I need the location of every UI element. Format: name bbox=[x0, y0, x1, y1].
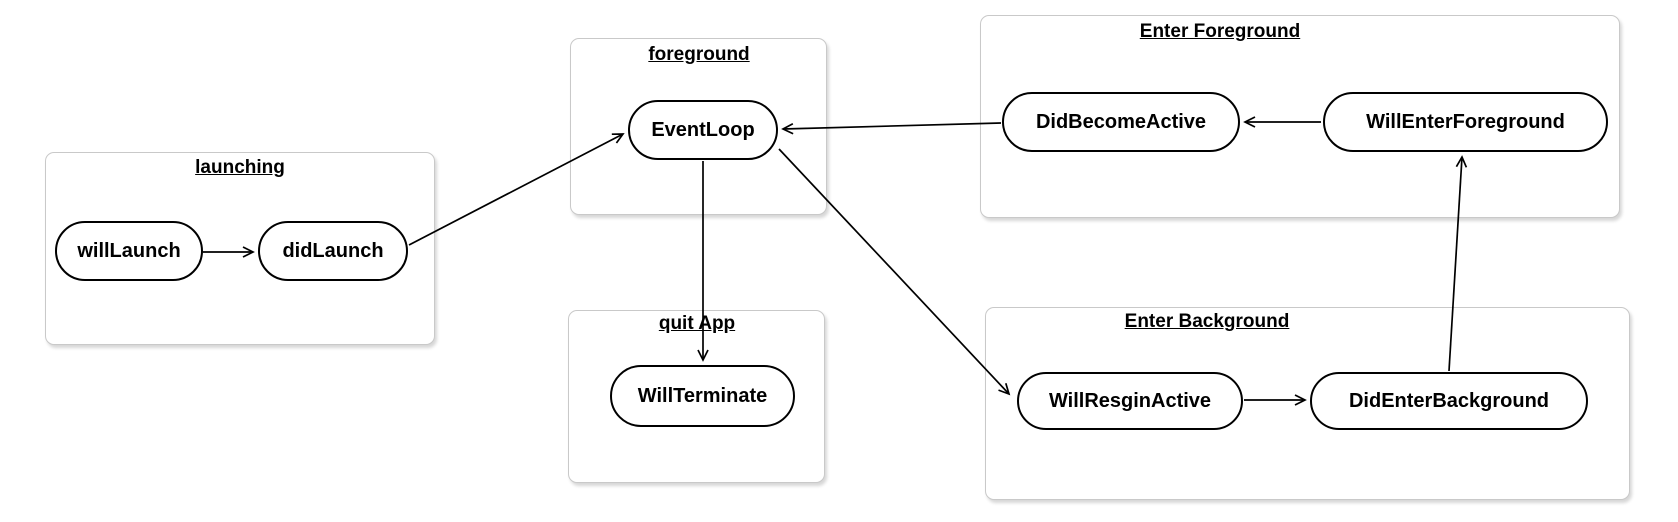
node-EventLoop: EventLoop bbox=[628, 100, 778, 160]
node-willLaunch: willLaunch bbox=[55, 221, 203, 281]
group-title-foreground: foreground bbox=[648, 44, 750, 65]
group-title-quit-app: quit App bbox=[658, 313, 736, 334]
node-DidBecomeActive: DidBecomeActive bbox=[1002, 92, 1240, 152]
node-WillResginActive: WillResginActive bbox=[1017, 372, 1243, 430]
node-WillTerminate: WillTerminate bbox=[610, 365, 795, 427]
group-title-enter-background: Enter Background bbox=[1124, 311, 1290, 332]
node-WillEnterForeground: WillEnterForeground bbox=[1323, 92, 1608, 152]
node-didLaunch: didLaunch bbox=[258, 221, 408, 281]
group-title-enter-foreground: Enter Foreground bbox=[1139, 21, 1301, 42]
group-title-launching: launching bbox=[195, 157, 285, 178]
node-DidEnterBackground: DidEnterBackground bbox=[1310, 372, 1588, 430]
